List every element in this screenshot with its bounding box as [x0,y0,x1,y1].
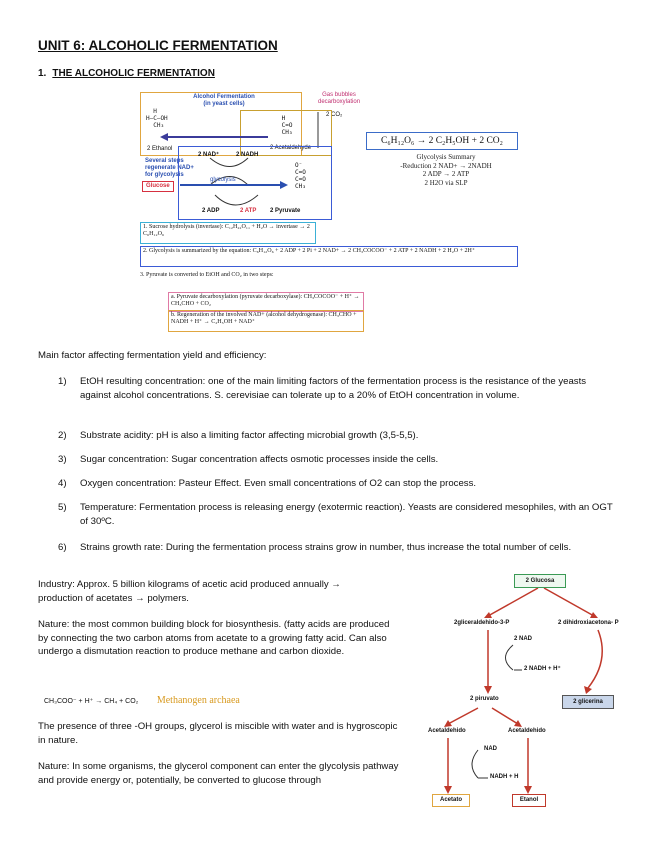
glycolysis-summary: Glycolysis Summary -Reduction 2 NAD+ → 2… [376,153,516,187]
acetato-box: Acetato [432,794,470,807]
pyruvate-label: 2 Pyruvate [270,208,301,214]
list-number: 5) [58,502,67,513]
section-title: THE ALCOHOLIC FERMENTATION [52,68,215,79]
arrowhead [524,786,532,794]
glycolysis-label: glycolysis [210,177,236,183]
glicerina-box: 2 glicerina [562,695,614,709]
arrowhead [590,612,598,618]
nadh-label: NADH + H [490,774,519,780]
list-number: 1) [58,376,67,387]
acetaldehyde-structure: H C=O CH₃ [278,115,293,136]
nad-label: 2 NAD [514,636,533,642]
atp-cycle-arrow [214,194,259,206]
step2-box: 2. Glycolysis is summarized by the equat… [140,246,518,267]
nadh-cycle-arrow [209,176,249,186]
step3a-box: a. Pyruvate decarboxylation (pyruvate de… [168,292,364,312]
gliceraldehido-label: 2gliceraldehido-3-P [454,620,510,626]
ethanol-label: 2 Ethanol [147,146,173,152]
nad-label: NAD [484,746,497,752]
arrowhead [584,686,592,694]
list-number: 6) [58,542,67,553]
methanogen-label: Methanogen archaea [156,695,240,706]
step3b-box: b. Regeneration of the involved NAD+ (al… [168,310,364,332]
dihidroxiacetona-label: 2 dihidroxiacetona- P [558,620,619,626]
fermentation-equation: C₆H₁₂O₆ → 2 C₂H₅OH + 2 CO₂ [366,132,518,150]
list-item: 1) EtOH resulting concentration: one of … [58,375,618,402]
glycerol-paragraph: The presence of three -OH groups, glycer… [38,721,398,746]
acetaldehyde-panel [240,110,332,156]
adp-label: 2 ADP [202,208,220,214]
list-text: Oxygen concentration: Pasteur Effect. Ev… [80,478,477,489]
arrow [543,587,595,617]
decarboxylation-label: Gas bubbles decarboxylation [318,92,361,105]
list-item: 3) Sugar concentration: Sugar concentrat… [58,453,618,467]
list-number: 4) [58,478,67,489]
industry-paragraph: Industry: Approx. 5 billion kilograms of… [38,579,341,604]
summary-line: 2 H2O via SLP [424,178,468,187]
atp-label: 2 ATP [240,208,257,214]
factors-intro: Main factor affecting fermentation yield… [38,350,267,361]
arrow [587,629,603,689]
nature2-paragraph: Nature: In some organisms, the glycerol … [38,761,399,786]
arrow [447,707,479,725]
arrowhead [444,786,452,794]
page-title: UNIT 6: ALCOHOLIC FERMENTATION [38,38,278,53]
step3-text: 3. Pyruvate is converted to EtOH and CO₂… [140,272,274,278]
list-number: 2) [58,430,67,441]
list-item: 5) Temperature: Fermentation process is … [58,501,618,528]
nadh-label: 2 NADH [236,152,259,158]
arrowhead [514,720,522,727]
list-text: Strains growth rate: During the fermenta… [80,542,572,553]
arrow [491,707,519,725]
section-number: 1. [38,68,47,79]
summary-line: 2 ADP → 2 ATP [422,170,470,178]
list-number: 3) [58,454,67,465]
nad-arrow [505,644,514,671]
arrow [487,587,539,617]
arrowhead [484,686,492,694]
glycerol-pathway-arrows [444,587,603,794]
acetaldehido-label: Acetaldehido [508,728,546,734]
list-text: Substrate acidity: pH is also a limiting… [80,430,419,441]
piruvato-label: 2 piruvato [470,696,499,702]
nad-label: 2 NAD⁺ [198,152,220,158]
list-text: Temperature: Fermentation process is rel… [80,502,613,527]
nature-paragraph: Nature: the most common building block f… [38,619,390,657]
nad-cycle-arrow [209,157,249,167]
glycerol-pathway-figure: 2 Glucosa 2gliceraldehido-3-P 2 dihidrox… [418,570,638,810]
acetaldehido-label: Acetaldehido [428,728,466,734]
list-text: EtOH resulting concentration: one of the… [80,376,587,401]
list-text: Sugar concentration: Sugar concentration… [80,454,439,465]
pyruvate-panel [178,146,332,220]
arrowhead [280,181,288,189]
reaction-equation: CH₃COO⁻ + H⁺ → CH₄ + CO₂ [44,698,139,705]
summary-title: Glycolysis Summary [416,153,476,161]
summary-line: -Reduction 2 NAD+ → 2NADH [400,161,492,170]
glucose-label: Glucose [142,181,174,192]
pathway-arrows [160,112,319,206]
figure-header: Alcohol Fermentation (in yeast cells) [193,94,255,107]
co2-label: 2 CO₂ [326,112,343,118]
glucosa-box: 2 Glucosa [514,574,566,588]
arrowhead [444,720,452,727]
section-heading: 1. THE ALCOHOLIC FERMENTATION [38,68,215,79]
methane-reaction: CH₃COO⁻ + H⁺ → CH₄ + CO₂ Methanogen arch… [44,690,344,708]
etanol-box: Etanol [512,794,546,807]
step1-box: 1. Sucrose hydrolysis (invertase): C₁₂H₂… [140,222,316,244]
nadh-label: 2 NADH + H⁺ [524,666,561,672]
arrowhead [160,133,168,141]
nad-arrow [471,749,479,779]
regen-label: Several steps regenerate NAD+ for glycol… [145,158,194,178]
list-item: 2) Substrate acidity: pH is also a limit… [58,429,618,443]
list-item: 6) Strains growth rate: During the ferme… [58,541,618,555]
arrowhead [484,612,492,618]
list-item: 4) Oxygen concentration: Pasteur Effect.… [58,477,618,491]
acetaldehyde-label: 2 Acetaldehyde [270,145,312,151]
